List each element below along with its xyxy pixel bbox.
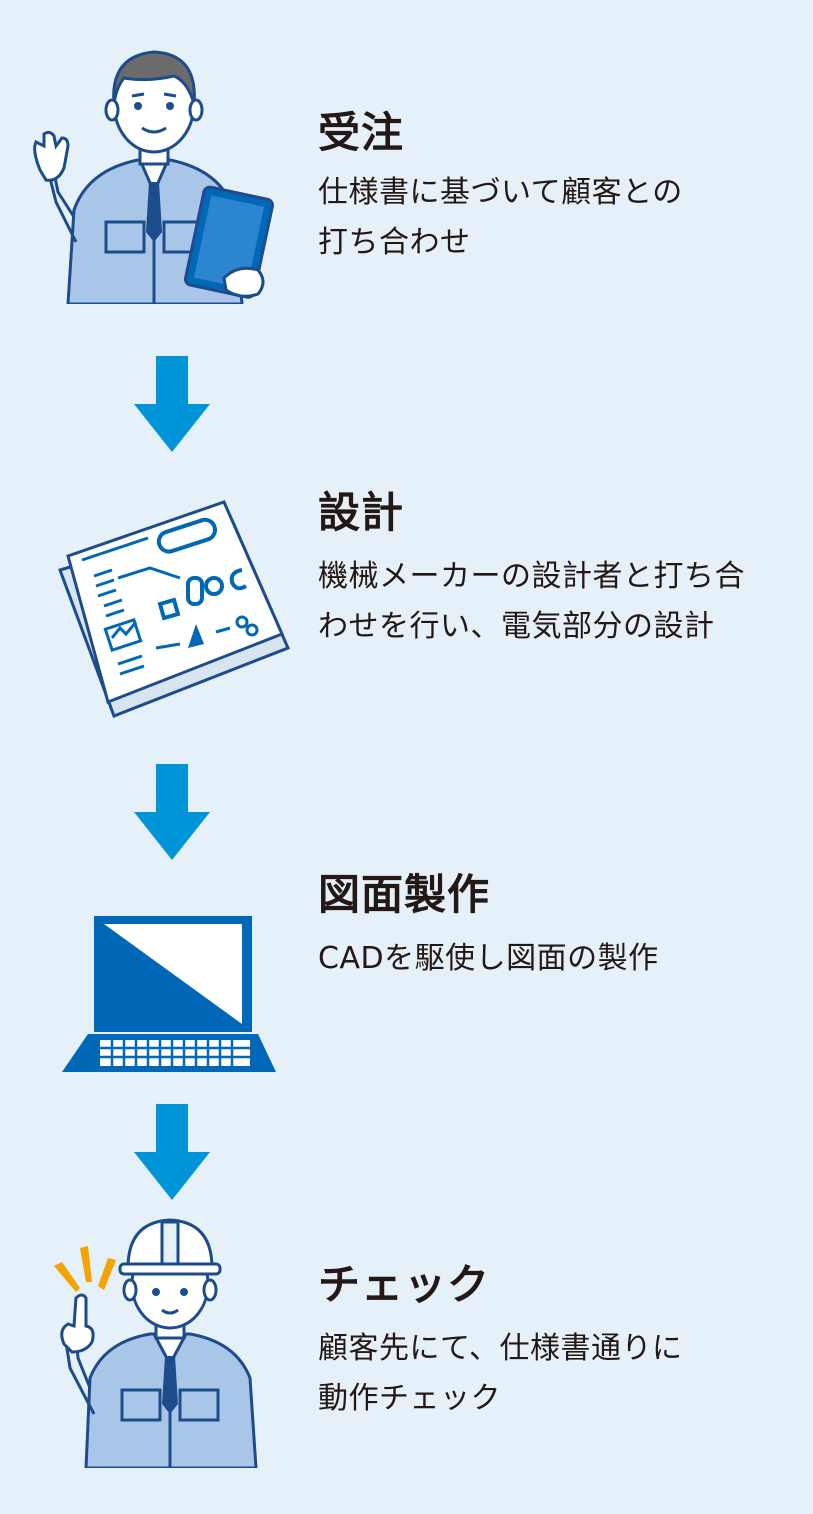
step-title: 受注 (318, 108, 405, 157)
description-line: 顧客先にて、仕様書通りに (318, 1331, 683, 1366)
worker-in-helmet-icon (54, 1218, 258, 1468)
step-description: 機械メーカーの設計者と打ち合 わせを行い、電気部分の設計 (318, 552, 745, 652)
design-document-icon (58, 500, 290, 718)
step-title: 図面製作 (318, 870, 491, 919)
step-description: CADを駆使し図面の製作 (318, 934, 659, 984)
down-arrow-icon (134, 356, 210, 452)
down-arrow-icon (134, 764, 210, 860)
description-line: CADを駆使し図面の製作 (318, 941, 659, 976)
step-title: 設計 (318, 488, 405, 537)
description-line: わせを行い、電気部分の設計 (318, 609, 715, 644)
laptop-cad-icon (62, 916, 276, 1072)
description-line: 機械メーカーの設計者と打ち合 (318, 559, 745, 594)
down-arrow-icon (134, 1104, 210, 1200)
step-description: 仕様書に基づいて顧客との 打ち合わせ (318, 168, 683, 268)
description-line: 打ち合わせ (318, 225, 471, 260)
description-line: 動作チェック (318, 1381, 501, 1416)
description-line: 仕様書に基づいて顧客との (318, 175, 683, 210)
step-title: チェック (318, 1260, 491, 1309)
businessman-with-tablet-icon (33, 50, 274, 304)
step-description: 顧客先にて、仕様書通りに 動作チェック (318, 1324, 683, 1424)
